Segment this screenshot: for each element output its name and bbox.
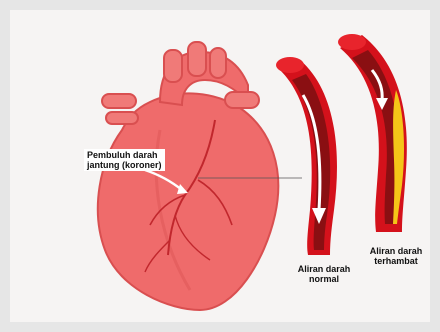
vessel-top-2 [188, 42, 206, 76]
normal-artery [276, 57, 337, 255]
blocked-artery-opening [338, 34, 366, 50]
coronary-vessel-label: Pembuluh darah jantung (koroner) [84, 149, 165, 171]
normal-flow-label: Aliran darah normal [292, 264, 356, 284]
blocked-artery [338, 34, 407, 232]
blocked-flow-label: Aliran darah terhambat [366, 246, 426, 266]
diagram-card: Pembuluh darah jantung (koroner) Aliran … [10, 10, 430, 322]
vessel-top-3 [210, 48, 226, 78]
heart [98, 42, 278, 310]
heart-body [98, 93, 278, 310]
normal-artery-opening [276, 57, 304, 73]
vessel-left-1 [102, 94, 136, 108]
vessel-right [225, 92, 259, 108]
vessel-top-1 [164, 50, 182, 82]
heart-artery-illustration [10, 10, 430, 322]
vessel-left-2 [106, 112, 138, 124]
